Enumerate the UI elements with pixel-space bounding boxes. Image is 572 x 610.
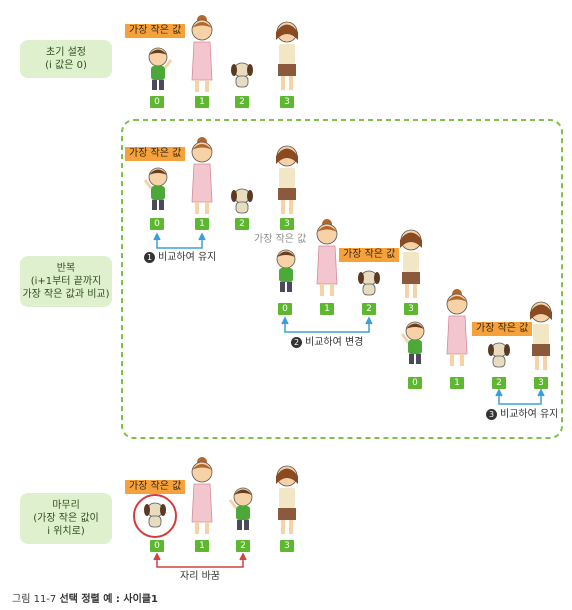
index-2-row4: 2 bbox=[492, 377, 506, 389]
index-3-row3: 3 bbox=[404, 303, 418, 315]
index-3-row4: 3 bbox=[534, 377, 548, 389]
smallest-tag-row3-previous: 가장 작은 값 bbox=[254, 234, 307, 245]
index-0-row3: 0 bbox=[278, 303, 292, 315]
girl-icon bbox=[311, 218, 343, 302]
index-2-row3: 2 bbox=[362, 303, 376, 315]
boy-icon bbox=[228, 486, 258, 538]
smallest-tag-row2: 가장 작은 값 bbox=[125, 147, 186, 161]
step3-arrow bbox=[495, 388, 545, 405]
index-3-row1: 3 bbox=[280, 96, 294, 108]
woman-icon bbox=[272, 20, 302, 96]
figure-caption: 그림 11-7 선택 정렬 예 : 사이클1 bbox=[12, 594, 158, 605]
stage-initial-label: 초기 설정 (i 값은 0) bbox=[20, 40, 112, 78]
boy-icon bbox=[143, 46, 173, 98]
woman-icon bbox=[272, 144, 302, 220]
index-0-row5: 0 bbox=[150, 540, 164, 552]
step1-arrow bbox=[153, 232, 206, 249]
index-3-row2: 3 bbox=[280, 218, 294, 230]
girl-icon bbox=[186, 456, 218, 540]
index-2-row1: 2 bbox=[235, 96, 249, 108]
index-1-row3: 1 bbox=[320, 303, 334, 315]
dog-icon bbox=[486, 340, 512, 374]
boy-icon bbox=[271, 248, 301, 300]
smallest-tag-row3: 가장 작은 값 bbox=[339, 248, 400, 262]
repeat-frame bbox=[121, 119, 563, 439]
index-1-row1: 1 bbox=[195, 96, 209, 108]
smallest-tag-row4: 가장 작은 값 bbox=[472, 322, 533, 336]
woman-icon bbox=[396, 228, 426, 304]
index-2-row5: 2 bbox=[236, 540, 250, 552]
woman-icon bbox=[272, 464, 302, 540]
dog-icon bbox=[229, 186, 255, 220]
girl-icon bbox=[186, 14, 218, 98]
highlight-circle bbox=[133, 494, 177, 538]
swap-note: 자리 바꿈 bbox=[180, 571, 220, 582]
girl-icon bbox=[441, 288, 473, 372]
smallest-tag-row1: 가장 작은 값 bbox=[125, 24, 186, 38]
dog-icon bbox=[229, 60, 255, 94]
dog-icon bbox=[142, 500, 168, 534]
index-2-row2: 2 bbox=[235, 218, 249, 230]
woman-icon bbox=[526, 300, 556, 376]
smallest-tag-row5: 가장 작은 값 bbox=[125, 480, 186, 494]
index-3-row5: 3 bbox=[280, 540, 294, 552]
dog-icon bbox=[356, 268, 382, 302]
index-0-row2: 0 bbox=[150, 218, 164, 230]
boy-icon bbox=[143, 166, 173, 218]
girl-icon bbox=[186, 136, 218, 220]
step2-arrow bbox=[281, 316, 373, 333]
swap-arrow bbox=[153, 552, 247, 568]
index-1-row2: 1 bbox=[195, 218, 209, 230]
index-1-row4: 1 bbox=[450, 377, 464, 389]
stage-final-label: 마무리 (가장 작은 값이 i 위치로) bbox=[20, 493, 112, 544]
index-1-row5: 1 bbox=[195, 540, 209, 552]
stage-repeat-label: 반복 (i+1부터 끝까지 가장 작은 값과 비교) bbox=[20, 256, 112, 307]
boy-icon bbox=[400, 320, 430, 372]
index-0-row4: 0 bbox=[408, 377, 422, 389]
index-0-row1: 0 bbox=[150, 96, 164, 108]
